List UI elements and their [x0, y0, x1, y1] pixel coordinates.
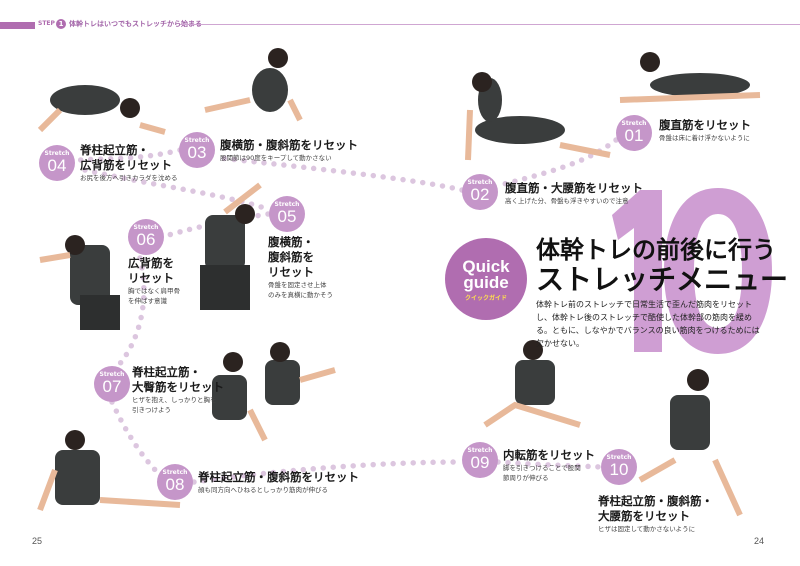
stretch-item-05: 腹横筋・腹斜筋をリセット骨盤を固定させ上体のみを真横に動かそう [268, 235, 333, 300]
stretch-title: 脊柱起立筋・ [80, 143, 149, 157]
stretch-item-04: 脊柱起立筋・広背筋をリセットお尻を後方へ引きカラダを沈める [80, 143, 178, 183]
stretch-note: 骨盤を固定させ上体 [268, 281, 327, 289]
stretch-number: 07 [102, 377, 122, 396]
stretch-label: Stretch [44, 150, 70, 157]
stretch-note: お尻を後方へ引きカラダを沈める [80, 174, 178, 182]
photo-stretch-08 [37, 430, 181, 512]
big-digit-zero [664, 188, 772, 354]
stretch-number: 08 [165, 475, 185, 494]
stretch-note: ヒザを抱え、しっかりと胸を [132, 396, 217, 404]
stretch-title: 脊柱起立筋・腹斜筋をリセット [198, 470, 359, 484]
stretch-title: 内転筋をリセット [503, 448, 595, 462]
stretch-label: Stretch [274, 201, 300, 208]
stretch-number: 10 [609, 460, 629, 479]
stretch-title: 大腰筋をリセット [598, 509, 690, 523]
stretch-label: Stretch [162, 469, 188, 476]
quick-guide-kana: クイックガイド [464, 295, 507, 302]
stretch-label: Stretch [606, 454, 632, 461]
stretch-item-07: 脊柱起立筋・大臀筋をリセットヒザを抱え、しっかりと胸を引きつけよう [132, 365, 224, 415]
photo-stretch-04 [37, 85, 166, 135]
stretch-note: 高く上げた分、骨盤も浮きやすいので注意 [505, 197, 629, 205]
quick-guide-line1: Quick [462, 257, 510, 276]
stretch-item-09: 内転筋をリセット脚を引きつけることで股関節周りが伸びる [503, 448, 595, 483]
stretch-title: 広背筋をリセット [80, 158, 172, 172]
page-number-left: 25 [32, 536, 43, 546]
photo-stretch-09 [483, 340, 581, 428]
stretch-item-06: 広背筋をリセット胸ではなく肩甲骨を伸ばす意識 [128, 256, 180, 306]
stretch-title: 腹直筋をリセット [659, 118, 751, 132]
stretch-item-02: 腹直筋・大腰筋をリセット高く上げた分、骨盤も浮きやすいので注意 [505, 181, 643, 206]
photo-stretch-02 [465, 72, 611, 161]
stretch-item-10: 脊柱起立筋・腹斜筋・大腰筋をリセットヒザは固定して動かさないように [598, 494, 713, 534]
header-divider [180, 24, 800, 25]
intro-text: 体幹トレ前のストレッチで日常生活で歪んだ筋肉をリセットし、体幹トレ後のストレッチ… [536, 300, 760, 348]
step-number: 1 [56, 19, 66, 29]
stretch-number: 03 [187, 143, 207, 162]
stretch-label: Stretch [467, 179, 493, 186]
stretch-item-08: 脊柱起立筋・腹斜筋をリセット顔も同方向へひねるとしっかり筋肉が伸びる [198, 470, 359, 495]
photo-stretch-10 [638, 369, 743, 517]
stretch-title: リセット [128, 271, 174, 285]
page-title-line2: ストレッチメニュー [536, 263, 789, 296]
section-title: 体幹トレはいつでもストレッチから始まる [69, 20, 202, 28]
stretch-note: 脚を引きつけることで股関 [503, 464, 581, 472]
stretch-title: 腹横筋・ [268, 235, 314, 249]
stretch-label: Stretch [621, 120, 647, 127]
stretch-note: 骨盤は床に着け浮かないように [659, 134, 750, 142]
stretch-note: のみを真横に動かそう [268, 291, 333, 299]
page-title-line1: 体幹トレの前後に行う [536, 236, 776, 264]
stretch-label: Stretch [184, 137, 210, 144]
stretch-title: 広背筋を [128, 256, 174, 270]
stretch-title: 腹横筋・腹斜筋をリセット [220, 138, 358, 152]
stretch-number: 02 [470, 185, 490, 204]
stretch-number: 05 [277, 207, 297, 226]
stretch-title: リセット [268, 265, 314, 279]
stretch-note: 引きつけよう [132, 406, 171, 414]
step-label: STEP [38, 20, 55, 27]
header-accent-bar [0, 22, 35, 29]
stretch-item-01: 腹直筋をリセット骨盤は床に着け浮かないように [659, 118, 751, 143]
photo-stretch-07 [212, 342, 336, 442]
stretch-title: 大臀筋をリセット [132, 380, 224, 394]
stretch-note: 股関節は90度をキープして動かさない [220, 154, 332, 162]
page-number-right: 24 [754, 536, 765, 546]
stretch-label: Stretch [133, 224, 159, 231]
big-digit-one [612, 190, 662, 352]
stretch-title: 脊柱起立筋・ [132, 365, 201, 379]
stretch-note: ヒザは固定して動かさないように [598, 525, 696, 533]
photo-stretch-06 [39, 235, 120, 330]
quick-guide-line2: guide [463, 273, 509, 292]
stretch-title: 腹斜筋を [268, 250, 314, 264]
stretch-note: を伸ばす意識 [128, 297, 167, 305]
stretch-number: 01 [624, 126, 644, 145]
stretch-note: 胸ではなく肩甲骨 [128, 287, 180, 295]
quick-guide-badge: Quick guide クイックガイド [445, 238, 527, 320]
stretch-number: 06 [136, 230, 156, 249]
stretch-note: 節周りが伸びる [503, 474, 549, 482]
stretch-label: Stretch [99, 371, 125, 378]
stretch-item-03: 腹横筋・腹斜筋をリセット股関節は90度をキープして動かさない [220, 138, 358, 163]
photo-stretch-03 [204, 48, 303, 122]
stretch-note: 顔も同方向へひねるとしっかり筋肉が伸びる [198, 486, 328, 494]
stretch-number: 09 [470, 453, 490, 472]
stretch-title: 腹直筋・大腰筋をリセット [505, 181, 643, 195]
photo-stretch-01 [619, 52, 761, 103]
page-title: 体幹トレの前後に行う ストレッチメニュー [536, 236, 788, 294]
stretch-label: Stretch [467, 447, 493, 454]
stretch-title: 脊柱起立筋・腹斜筋・ [598, 494, 713, 508]
stretch-number: 04 [47, 156, 67, 175]
photo-stretch-05 [200, 182, 262, 310]
